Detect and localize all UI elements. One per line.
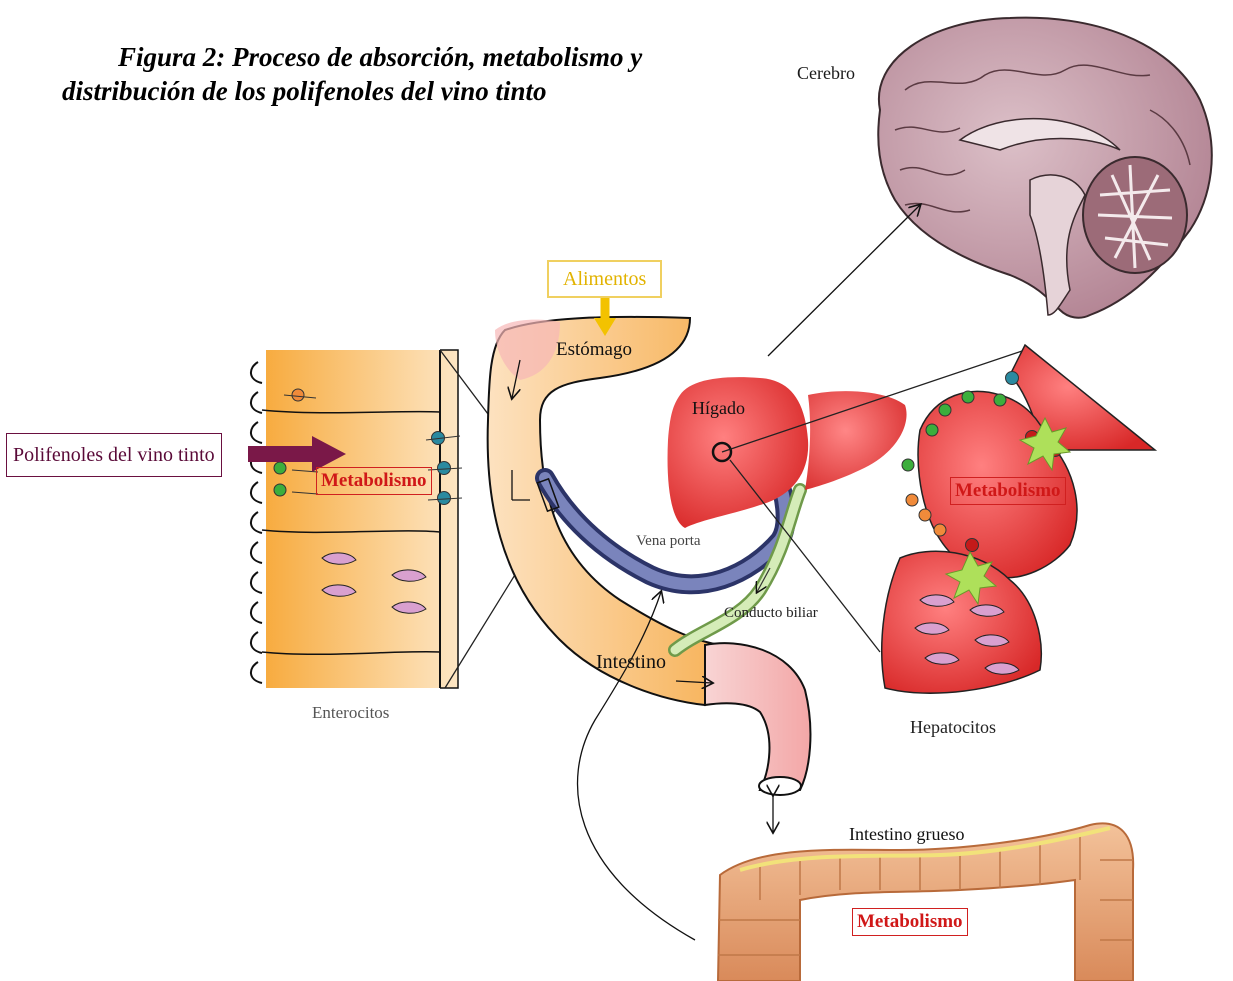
label-intestino-grueso: Intestino grueso: [849, 824, 964, 844]
polifenoles-box: Polifenoles del vino tinto: [6, 433, 222, 477]
colon-illustration: [718, 795, 1133, 981]
enterocytes-illustration: [248, 350, 462, 688]
metabolismo-hepatocitos-box: Metabolismo: [950, 477, 1066, 505]
label-cerebro: Cerebro: [797, 63, 855, 83]
metabolismo-colon-box: Metabolismo: [852, 908, 968, 936]
hepatocytes-illustration: [882, 345, 1155, 693]
metabolismo-enterocitos-box: Metabolismo: [316, 467, 432, 495]
alimentos-box: Alimentos: [547, 260, 662, 298]
label-conducto-biliar: Conducto biliar: [724, 605, 818, 621]
figure-title-line-2: distribución de los polifenoles del vino…: [62, 74, 762, 108]
label-estomago: Estómago: [556, 339, 632, 360]
label-vena-porta: Vena porta: [636, 533, 701, 549]
label-intestino: Intestino: [596, 651, 666, 673]
figure-title-line-1: Figura 2: Proceso de absorción, metaboli…: [62, 40, 762, 74]
label-higado: Hígado: [692, 398, 745, 418]
brain-illustration: [878, 18, 1212, 318]
arrow-to-brain: [768, 205, 920, 356]
label-hepatocitos: Hepatocitos: [910, 717, 996, 737]
figure-title: Figura 2: Proceso de absorción, metaboli…: [62, 40, 762, 108]
label-enterocitos: Enterocitos: [312, 703, 389, 722]
